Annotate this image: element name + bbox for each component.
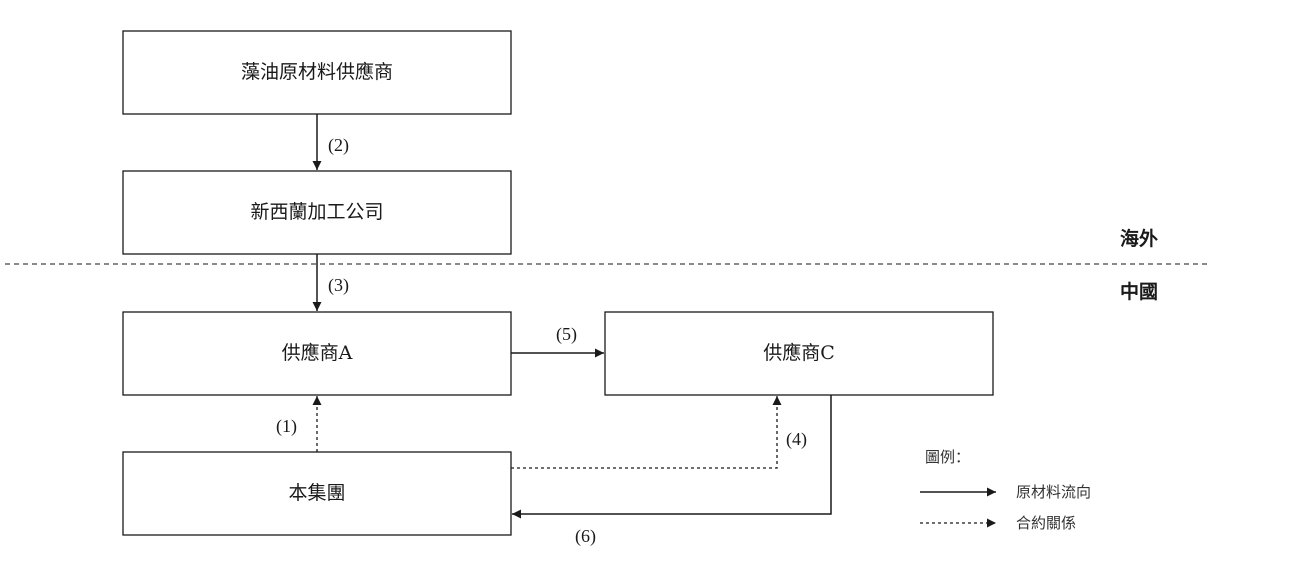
box-group: 本集團 [122, 451, 512, 536]
box-group-label: 本集團 [288, 482, 345, 504]
edge-label-1: (1) [276, 416, 297, 437]
edge-label-4: (4) [786, 429, 807, 450]
box-raw-supplier-label: 藻油原材料供應商 [241, 60, 393, 83]
arrow-supplier-c-to-group [512, 395, 832, 519]
legend-title: 圖例： [925, 448, 970, 466]
edge-label-3: (3) [328, 275, 349, 296]
box-supplier-c: 供應商C [604, 311, 994, 396]
arrow-group-to-supplier-c [511, 396, 782, 469]
edge-label-2: (2) [328, 135, 349, 156]
legend-contract-label: 合約關係 [1016, 514, 1076, 532]
edge-label-6: (6) [575, 526, 596, 547]
region-label-china: 中國 [1120, 280, 1158, 303]
box-nz-processor: 新西蘭加工公司 [122, 170, 512, 255]
legend-material-flow-label: 原材料流向 [1016, 483, 1091, 501]
box-supplier-c-label: 供應商C [763, 341, 835, 364]
box-supplier-a-label: 供應商A [282, 341, 353, 364]
box-supplier-a: 供應商A [122, 311, 512, 396]
box-nz-processor-label: 新西蘭加工公司 [250, 201, 383, 223]
legend: 圖例： 原材料流向 合約關係 [920, 448, 1091, 532]
region-label-overseas: 海外 [1120, 227, 1158, 250]
edge-label-5: (5) [556, 324, 577, 345]
box-raw-supplier: 藻油原材料供應商 [122, 30, 512, 115]
